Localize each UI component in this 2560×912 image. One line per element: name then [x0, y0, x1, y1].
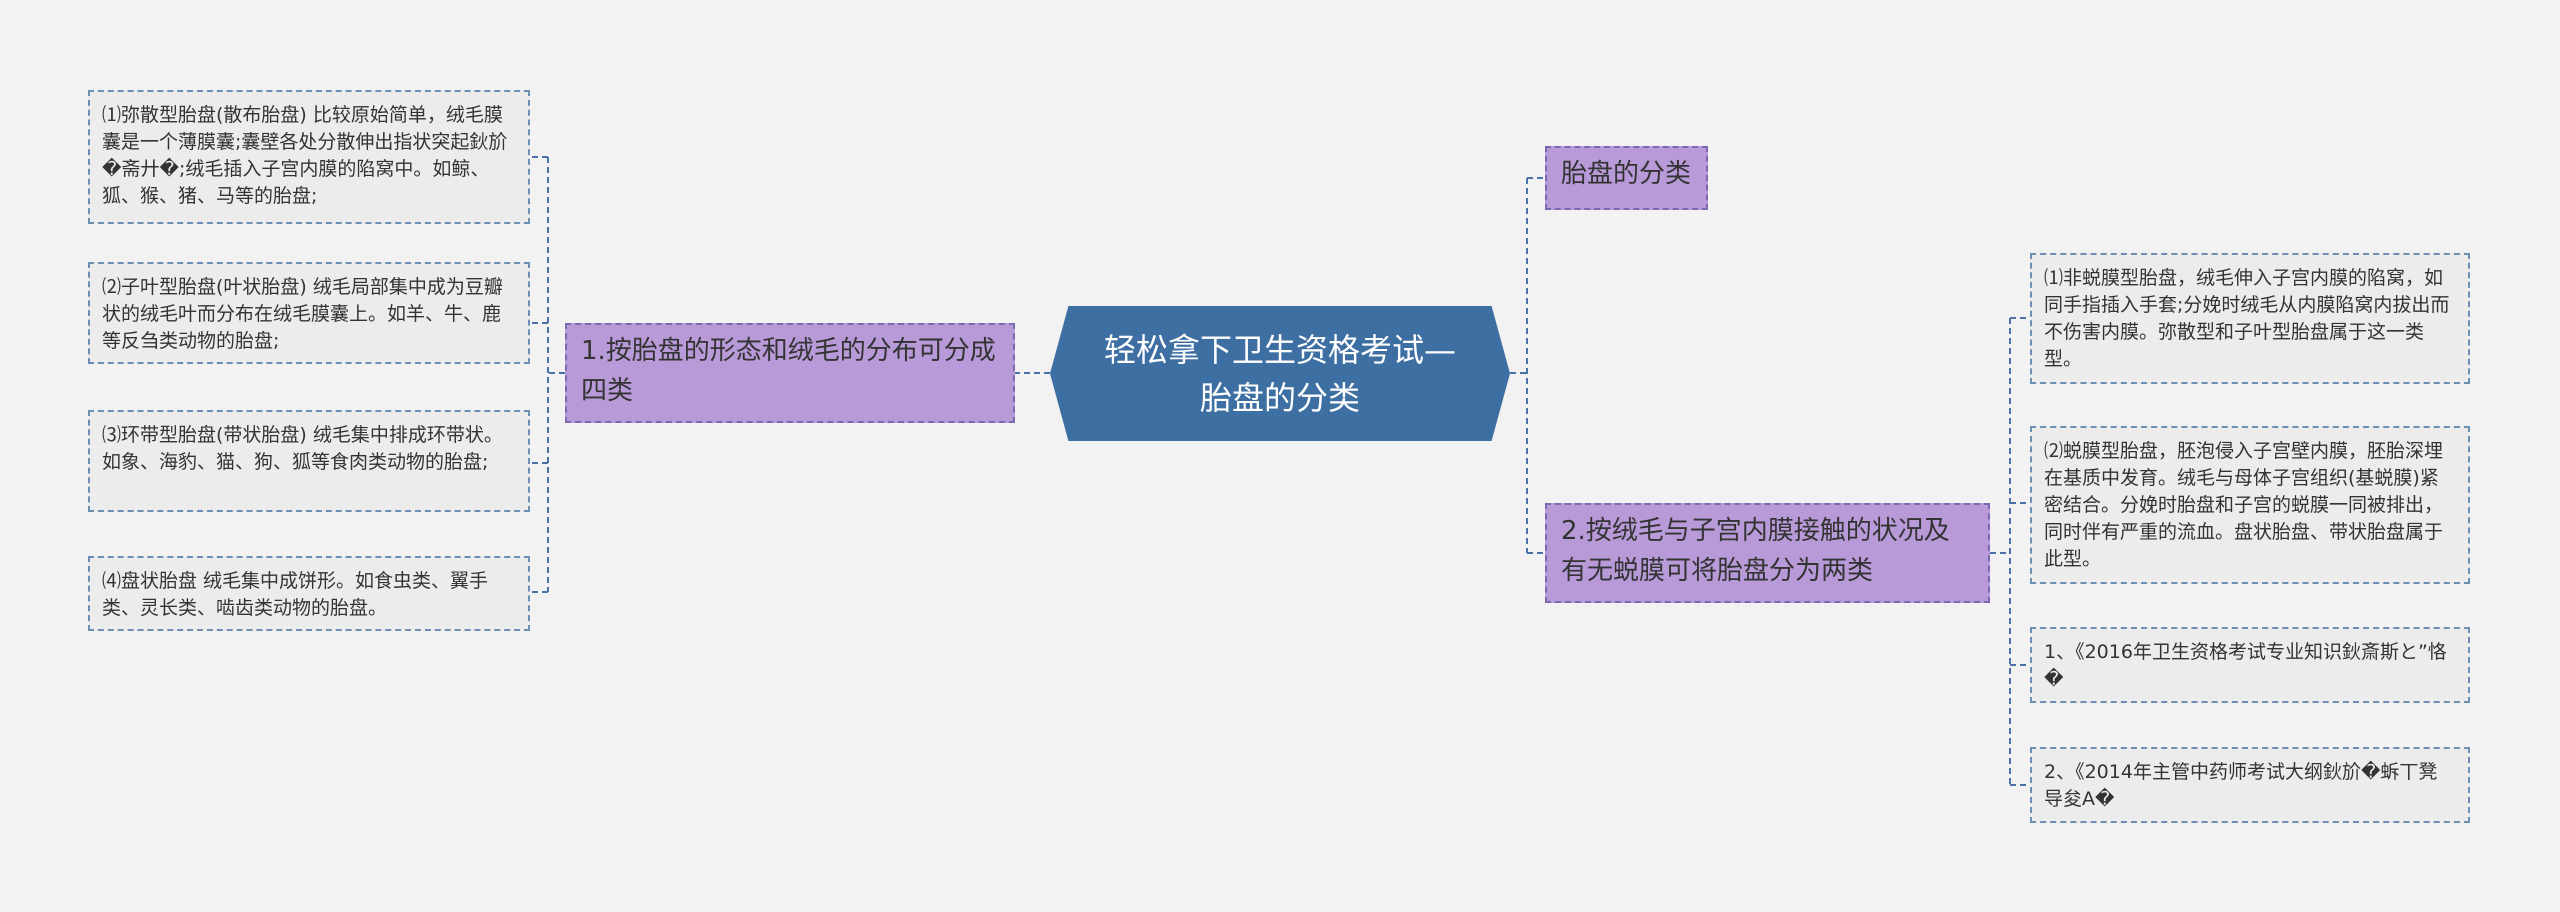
root-label: 轻松拿下卫生资格考试—胎盘的分类 [1103, 330, 1456, 417]
leaf-node-non-deciduate[interactable]: ⑴非蜕膜型胎盘，绒毛伸入子宫内膜的陷窝，如同手指插入手套;分娩时绒毛从内膜陷窝内… [2030, 253, 2470, 384]
branch-node-placenta-classification[interactable]: 胎盘的分类 [1545, 146, 1708, 210]
leaf-node-deciduate[interactable]: ⑵蜕膜型胎盘，胚泡侵入子宫壁内膜，胚胎深埋在基质中发育。绒毛与母体子宫组织(基蜕… [2030, 426, 2470, 584]
leaf-text: 2、《2014年主管中药师考试大纲鈥斺�蚸丅凳导夋A� [2044, 761, 2438, 810]
leaf-text: ⑵蜕膜型胎盘，胚泡侵入子宫壁内膜，胚胎深埋在基质中发育。绒毛与母体子宫组织(基蜕… [2044, 440, 2444, 570]
branch-label: 胎盘的分类 [1561, 159, 1692, 189]
leaf-node-diffuse-placenta[interactable]: ⑴弥散型胎盘(散布胎盘) 比较原始简单，绒毛膜囊是一个薄膜囊;囊壁各处分散伸出指… [88, 90, 530, 224]
leaf-node-discoid-placenta[interactable]: ⑷盘状胎盘 绒毛集中成饼形。如食虫类、翼手类、灵长类、啮齿类动物的胎盘。 [88, 556, 530, 631]
root-node[interactable]: 轻松拿下卫生资格考试—胎盘的分类 [1050, 306, 1510, 441]
leaf-node-link-2014[interactable]: 2、《2014年主管中药师考试大纲鈥斺�蚸丅凳导夋A� [2030, 747, 2470, 823]
branch-label: 2.按绒毛与子宫内膜接触的状况及有无蜕膜可将胎盘分为两类 [1561, 516, 1950, 586]
leaf-node-zonary-placenta[interactable]: ⑶环带型胎盘(带状胎盘) 绒毛集中排成环带状。如象、海豹、猫、狗、狐等食肉类动物… [88, 410, 530, 512]
branch-node-shape-distribution[interactable]: 1.按胎盘的形态和绒毛的分布可分成四类 [565, 323, 1015, 423]
leaf-text: ⑴弥散型胎盘(散布胎盘) 比较原始简单，绒毛膜囊是一个薄膜囊;囊壁各处分散伸出指… [102, 104, 508, 207]
leaf-node-cotyledonary-placenta[interactable]: ⑵子叶型胎盘(叶状胎盘) 绒毛局部集中成为豆瓣状的绒毛叶而分布在绒毛膜囊上。如羊… [88, 262, 530, 364]
leaf-text: 1、《2016年卫生资格考试专业知识鈥斎斯と”恪� [2044, 641, 2447, 690]
leaf-text: ⑷盘状胎盘 绒毛集中成饼形。如食虫类、翼手类、灵长类、啮齿类动物的胎盘。 [102, 570, 489, 619]
branch-node-decidua-classification[interactable]: 2.按绒毛与子宫内膜接触的状况及有无蜕膜可将胎盘分为两类 [1545, 503, 1990, 603]
leaf-text: ⑶环带型胎盘(带状胎盘) 绒毛集中排成环带状。如象、海豹、猫、狗、狐等食肉类动物… [102, 424, 503, 473]
leaf-text: ⑴非蜕膜型胎盘，绒毛伸入子宫内膜的陷窝，如同手指插入手套;分娩时绒毛从内膜陷窝内… [2044, 267, 2450, 370]
leaf-text: ⑵子叶型胎盘(叶状胎盘) 绒毛局部集中成为豆瓣状的绒毛叶而分布在绒毛膜囊上。如羊… [102, 276, 503, 352]
leaf-node-link-2016[interactable]: 1、《2016年卫生资格考试专业知识鈥斎斯と”恪� [2030, 627, 2470, 703]
branch-label: 1.按胎盘的形态和绒毛的分布可分成四类 [581, 336, 996, 406]
